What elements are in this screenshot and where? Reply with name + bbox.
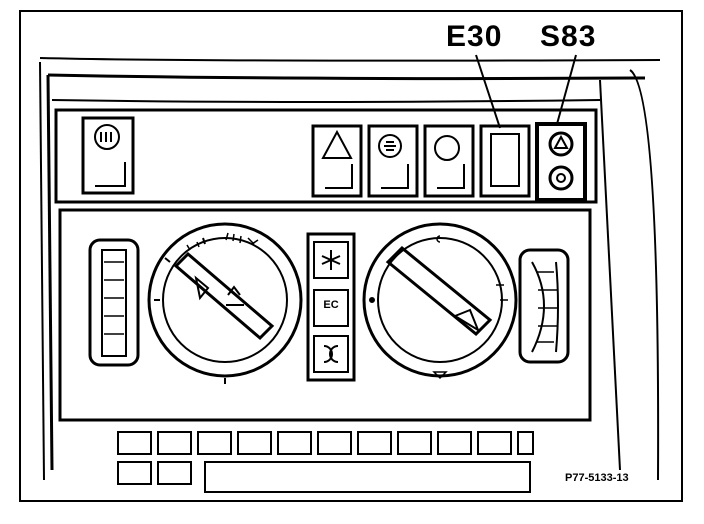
lower-button-row-2 <box>117 461 531 493</box>
econ-button-label: EC <box>323 299 339 311</box>
dash-outline-left-outer <box>39 61 45 481</box>
headlight-switch <box>367 124 419 198</box>
dash-outline-right <box>599 79 621 471</box>
dash-outline-left <box>46 74 54 471</box>
circle-switch <box>423 124 475 198</box>
left-thumbwheel <box>88 238 140 367</box>
hazard-switch <box>311 124 363 198</box>
right-thumbwheel <box>518 248 570 364</box>
s83-switch <box>535 122 587 202</box>
callout-s83: S83 <box>540 20 597 53</box>
upper-switch-panel <box>54 108 598 204</box>
dash-outline-upper-band <box>51 99 601 103</box>
figure-code: P77-5133-13 <box>565 472 629 484</box>
rear-defrost-switch <box>81 116 135 195</box>
dash-outline-top <box>39 57 661 62</box>
s83-leader-line <box>556 54 577 125</box>
e30-leader-line <box>475 54 501 129</box>
center-buttons <box>306 232 356 382</box>
left-rotary-knob <box>147 222 303 384</box>
e30-blank-switch <box>479 124 531 198</box>
dash-outline-right-outer <box>629 69 660 481</box>
right-rotary-knob <box>362 222 518 380</box>
lower-button-row-1 <box>117 431 534 455</box>
callout-e30: E30 <box>446 20 503 53</box>
dash-outline-top-inner <box>47 73 646 81</box>
